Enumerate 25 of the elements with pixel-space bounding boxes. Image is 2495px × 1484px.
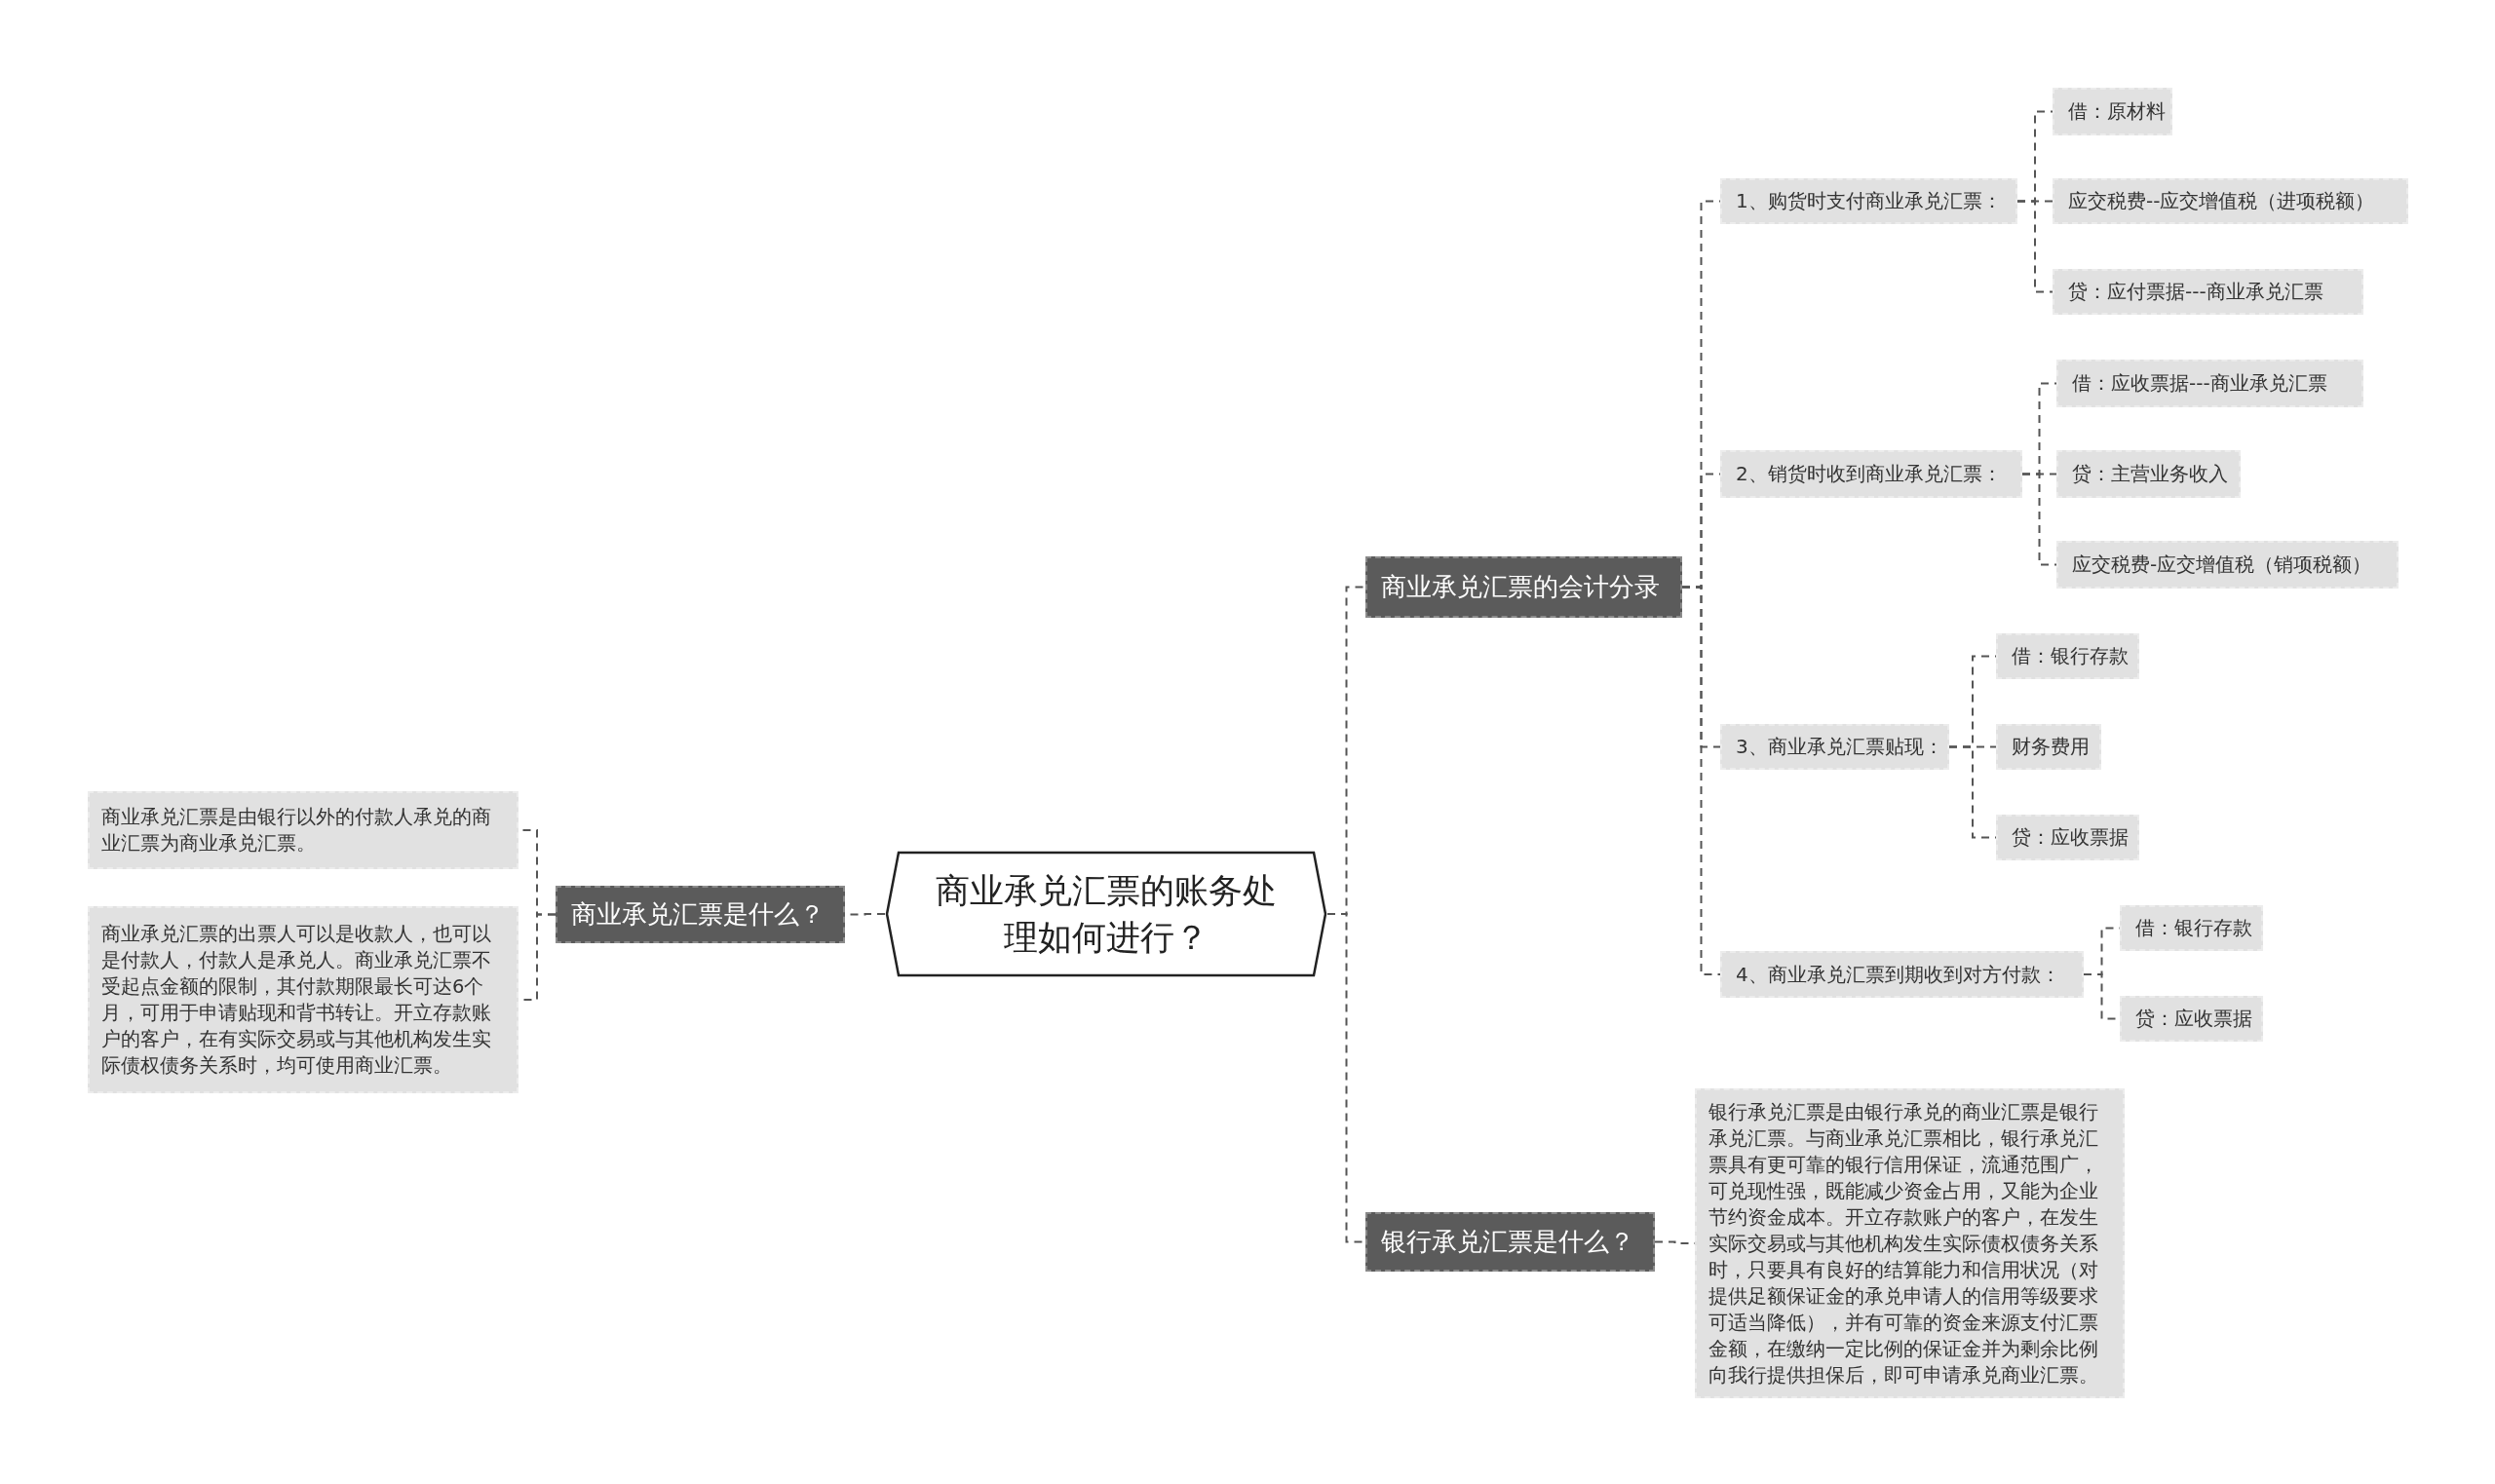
connector bbox=[2016, 200, 2054, 293]
entry-box: 借：原材料 bbox=[2053, 88, 2172, 135]
entry-box: 借：银行存款 bbox=[1996, 633, 2139, 679]
entry-box: 贷：应收票据 bbox=[1996, 815, 2139, 860]
central-topic: 商业承兑汇票的账务处理如何进行？ bbox=[885, 851, 1327, 977]
entry-box: 财务费用 bbox=[1996, 724, 2101, 770]
connector bbox=[1681, 586, 1721, 975]
note-box: 银行承兑汇票是由银行承兑的商业汇票是银行承兑汇票。与商业承兑汇票相比，银行承兑汇票具有更可靠的银行信用保证，流通范围广，可兑现性强，既能减少资金占用，又能为企业节约资金成本。开立存款账户的客户，在发生实际交易或与其他机构发生实际债权债务关系时，只要具有良好的结算能力和信用状况（对提供足额保证金的承兑申请人的信用等级要求可适当降低），并有可靠的资金来源支付汇票金额，在缴纳一定比例的保证金并为剩余比例向我行提供担保后，即可申请承兑商业汇票。 bbox=[1695, 1088, 2125, 1398]
entry-box: 应交税费--应交增值税（进项税额） bbox=[2053, 178, 2408, 224]
entry-box: 借：应收票据---商业承兑汇票 bbox=[2056, 360, 2363, 407]
entry-box: 1、购货时支付商业承兑汇票： bbox=[1720, 178, 2017, 224]
entry-box: 借：银行存款 bbox=[2120, 905, 2263, 951]
entry-box: 贷：主营业务收入 bbox=[2056, 450, 2241, 498]
note-box: 商业承兑汇票是由银行以外的付款人承兑的商业汇票为商业承兑汇票。 bbox=[88, 791, 518, 869]
topic-box: 商业承兑汇票的会计分录 bbox=[1365, 556, 1682, 618]
note-box: 商业承兑汇票的出票人可以是收款人，也可以是付款人，付款人是承兑人。商业承兑汇票不受起点金额的限制，其付款期限最长可达6个月，可用于申请贴现和背书转让。开立存款账户的客户，在有实际交易或与其他机构发生实际债权债务关系时，均可使用商业汇票。 bbox=[88, 906, 518, 1093]
connector bbox=[2021, 473, 2057, 566]
entry-box: 贷：应付票据---商业承兑汇票 bbox=[2053, 269, 2363, 315]
topic-box: 商业承兑汇票是什么？ bbox=[556, 886, 845, 943]
entry-box: 4、商业承兑汇票到期收到对方付款： bbox=[1720, 951, 2084, 998]
entry-box: 2、销货时收到商业承兑汇票： bbox=[1720, 450, 2022, 498]
topic-box: 银行承兑汇票是什么？ bbox=[1365, 1212, 1655, 1272]
entry-box: 3、商业承兑汇票贴现： bbox=[1720, 724, 1949, 770]
entry-box: 贷：应收票据 bbox=[2120, 996, 2263, 1042]
entry-box: 应交税费-应交增值税（销项税额） bbox=[2056, 541, 2399, 589]
